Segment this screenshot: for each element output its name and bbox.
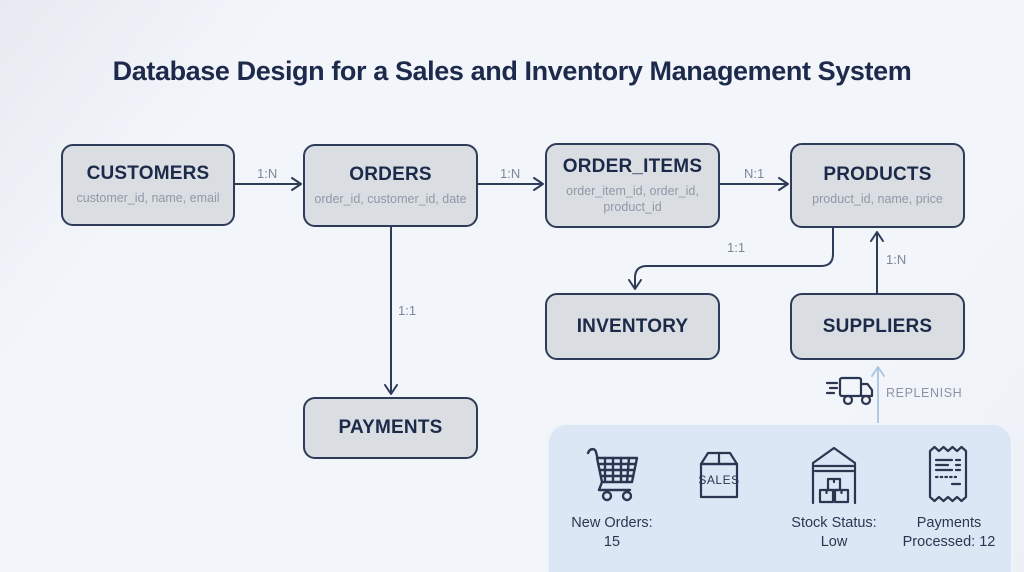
entity-products-title: PRODUCTS (823, 163, 932, 185)
entity-payments-title: PAYMENTS (338, 417, 443, 438)
flow-label-new-orders-line1: New Orders: (571, 515, 653, 531)
rel-label-orderitems-products: N:1 (744, 166, 765, 181)
warehouse-icon (811, 446, 857, 505)
entity-orders-fields: order_id, customer_id, date (314, 191, 467, 206)
entity-inventory: INVENTORY (545, 293, 720, 360)
package-sales-text: SALES (698, 473, 740, 487)
package-icon (699, 451, 739, 499)
flow-label-new-orders-line2: 15 (603, 533, 621, 550)
rel-label-suppliers-products: 1:N (886, 252, 907, 267)
entity-customers-fields: customer_id, name, email (76, 191, 220, 206)
shopping-cart-icon (586, 447, 639, 502)
flow-panel (547, 423, 1013, 572)
entity-payments: PAYMENTS (303, 397, 478, 459)
receipt-icon (928, 445, 968, 503)
entity-suppliers: SUPPLIERS (790, 293, 965, 360)
flow-label-new-orders: New Orders: 15 (562, 514, 662, 552)
arrow-orders-payments (384, 226, 398, 395)
entity-customers-title: CUSTOMERS (86, 163, 210, 185)
entity-products: PRODUCTS product_id, name, price (790, 143, 965, 228)
flow-label-payments-line1: Payments (916, 515, 982, 531)
flow-label-payments-line2: Processed: 12 (902, 533, 996, 550)
rel-label-products-inventory: 1:1 (727, 240, 746, 255)
rel-label-customers-orders: 1:N (257, 166, 278, 181)
flow-label-payments: Payments Processed: 12 (893, 514, 1005, 552)
entity-inventory-title: INVENTORY (576, 315, 689, 337)
entity-order-items: ORDER_ITEMS order_item_id, order_id, pro… (545, 143, 720, 228)
entity-order-items-fields: order_item_id, order_id, product_id (566, 183, 699, 214)
flow-label-stock-status-line2: Low (820, 533, 848, 550)
entity-orders-title: ORDERS (349, 163, 432, 185)
rel-label-orders-payments: 1:1 (398, 303, 417, 318)
flow-label-stock-status: Stock Status: Low (780, 514, 888, 552)
entity-order-items-title: ORDER_ITEMS (562, 155, 703, 177)
arrow-suppliers-products (870, 231, 884, 294)
entity-products-fields: product_id, name, price (812, 191, 943, 206)
entity-customers: CUSTOMERS customer_id, name, email (61, 144, 235, 226)
entity-orders: ORDERS order_id, customer_id, date (303, 144, 478, 227)
flow-label-stock-status-line1: Stock Status: (791, 515, 877, 531)
page-title: Database Design for a Sales and Inventor… (112, 56, 912, 86)
replenish-label: REPLENISH (886, 386, 963, 400)
delivery-truck-icon (826, 376, 874, 406)
rel-label-orders-orderitems: 1:N (500, 166, 521, 181)
arrow-products-inventory (628, 227, 834, 290)
entity-suppliers-title: SUPPLIERS (822, 315, 933, 337)
